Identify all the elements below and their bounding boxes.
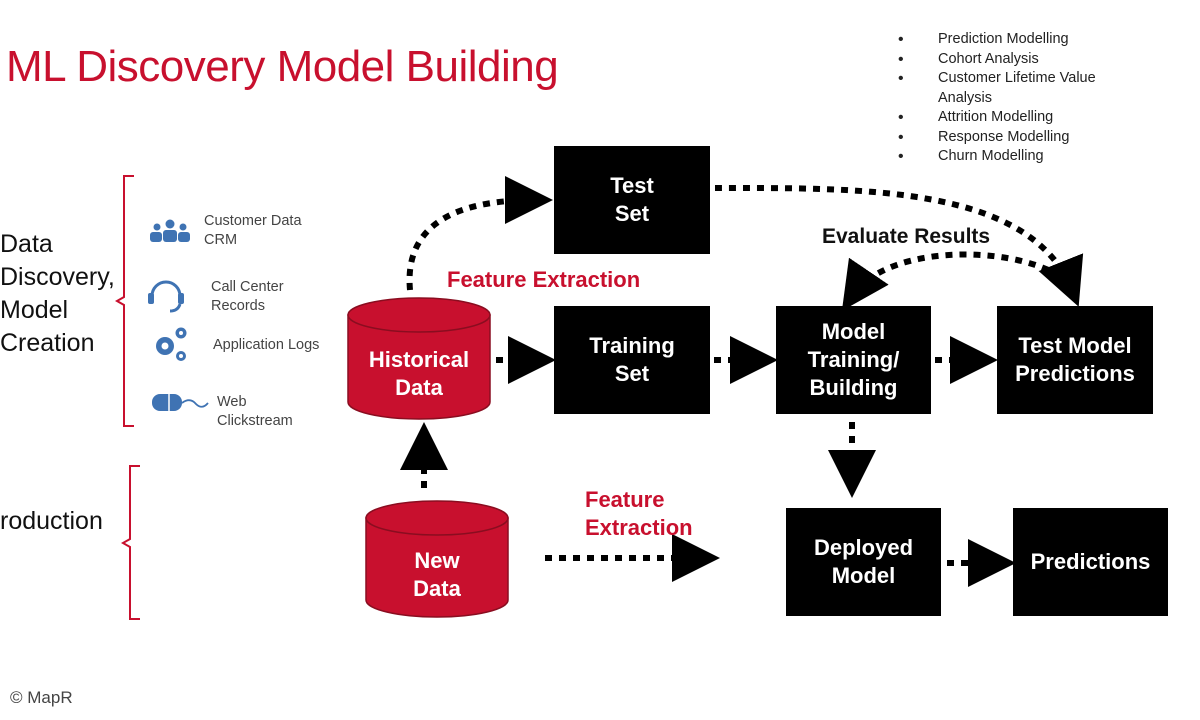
box-line: Model bbox=[831, 563, 896, 588]
box-line: Test Model bbox=[1018, 333, 1132, 358]
box-line: Set bbox=[614, 361, 650, 386]
label-line: Extraction bbox=[585, 515, 693, 540]
box-line: Test bbox=[610, 173, 654, 198]
feature-extraction-label-production: Feature Extraction bbox=[585, 486, 693, 542]
box-line: Building bbox=[809, 375, 898, 400]
section-line: Data bbox=[0, 230, 53, 258]
box-line: Training/ bbox=[807, 347, 900, 372]
section-label-discovery: Data Discovery, Model Creation bbox=[0, 228, 115, 360]
label-line: Data bbox=[413, 576, 461, 601]
use-case-item: Attrition Modelling bbox=[898, 108, 1138, 128]
training-set-box: Training Set bbox=[554, 306, 710, 414]
arrow-evaluate-results bbox=[841, 251, 1075, 311]
headset-icon bbox=[148, 280, 184, 313]
section-line: Discovery, bbox=[0, 263, 115, 291]
historical-data-label: Historical Data bbox=[348, 346, 490, 402]
production-bracket bbox=[120, 465, 140, 620]
source-customer-label: Customer Data CRM bbox=[204, 212, 302, 250]
source-line: CRM bbox=[204, 232, 238, 248]
use-case-list: Prediction Modelling Cohort Analysis Cus… bbox=[898, 30, 1138, 167]
historical-data-cylinder bbox=[347, 297, 491, 420]
source-line: Customer Data bbox=[204, 213, 302, 229]
test-set-box: Test Set bbox=[554, 146, 710, 254]
label-line: New bbox=[414, 548, 460, 573]
people-icon bbox=[150, 219, 190, 242]
source-web-label: Web Clickstream bbox=[217, 393, 293, 431]
gears-icon bbox=[156, 327, 187, 361]
use-case-item: Response Modelling bbox=[898, 128, 1138, 148]
source-line: Call Center bbox=[211, 279, 284, 295]
arrow-historical-to-test bbox=[406, 176, 553, 291]
feature-extraction-label: Feature Extraction bbox=[447, 267, 641, 292]
use-case-item: Prediction Modelling bbox=[898, 30, 1138, 50]
arrow-test-to-predictions bbox=[714, 184, 1084, 307]
source-line: Records bbox=[211, 298, 265, 314]
label-line: Data bbox=[395, 375, 443, 400]
label-line: Feature bbox=[585, 487, 665, 512]
source-callcenter-label: Call Center Records bbox=[211, 278, 284, 316]
new-data-label: New Data bbox=[366, 547, 508, 603]
source-line: Web bbox=[217, 394, 247, 410]
box-line: Deployed bbox=[813, 535, 914, 560]
deployed-model-box: Deployed Model bbox=[786, 508, 941, 616]
discovery-bracket bbox=[114, 175, 134, 427]
use-case-item: Churn Modelling bbox=[898, 147, 1138, 167]
predictions-box: Predictions bbox=[1013, 508, 1168, 616]
box-line: Model bbox=[821, 319, 886, 344]
box-line: Predictions bbox=[1015, 361, 1135, 386]
new-data-cylinder bbox=[365, 500, 509, 618]
use-case-item: Customer Lifetime Value Analysis bbox=[898, 69, 1138, 108]
section-line: Model bbox=[0, 296, 69, 324]
box-line: Training bbox=[589, 333, 675, 358]
source-applogs-label: Application Logs bbox=[213, 337, 320, 353]
mouse-icon bbox=[152, 394, 209, 411]
page-title: ML Discovery Model Building bbox=[6, 42, 559, 91]
source-line: Clickstream bbox=[217, 413, 293, 429]
section-line: Creation bbox=[0, 329, 95, 357]
evaluate-results-label: Evaluate Results bbox=[822, 225, 991, 248]
use-case-item: Cohort Analysis bbox=[898, 50, 1138, 70]
box-line: Set bbox=[614, 201, 650, 226]
model-training-box: Model Training/ Building bbox=[776, 306, 931, 414]
section-label-production: roduction bbox=[0, 507, 103, 535]
copyright-notice: © MapR bbox=[10, 688, 73, 707]
test-model-predictions-box: Test Model Predictions bbox=[997, 306, 1153, 414]
label-line: Historical bbox=[368, 347, 470, 372]
